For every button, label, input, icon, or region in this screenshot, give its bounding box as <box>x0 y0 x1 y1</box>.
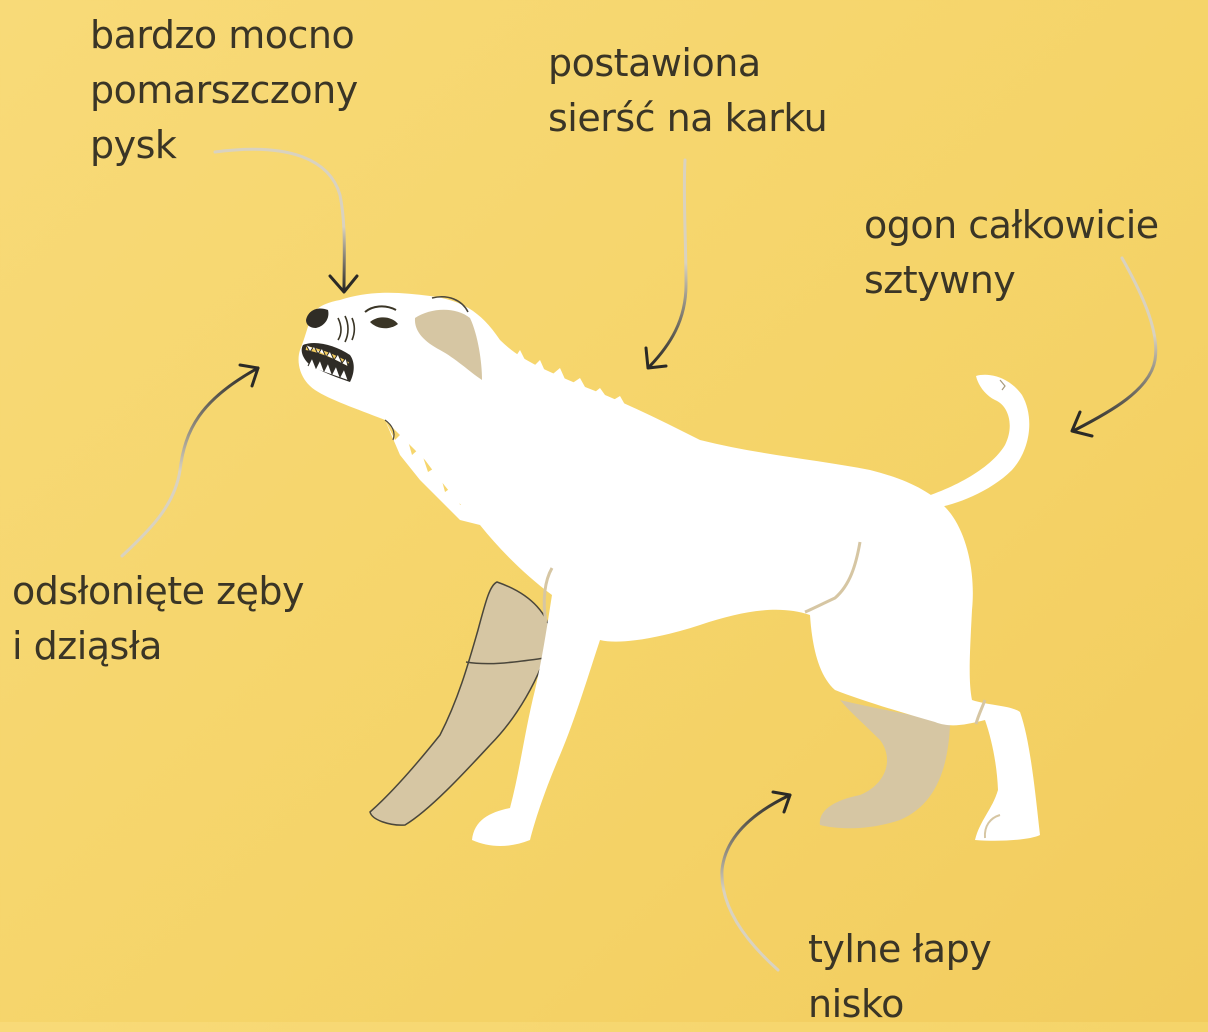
label-line: i dziąsła <box>12 619 304 674</box>
label-line: bardzo mocno <box>90 8 358 63</box>
label-line: sztywny <box>864 253 1159 308</box>
label-line: nisko <box>808 977 991 1032</box>
label-line: ogon całkowicie <box>864 198 1159 253</box>
label-line: postawiona <box>548 36 827 91</box>
label-legs: tylne łapy nisko <box>808 922 991 1032</box>
label-teeth: odsłonięte zęby i dziąsła <box>12 564 304 674</box>
label-nape: postawiona sierść na karku <box>548 36 827 146</box>
label-snout: bardzo mocno pomarszczony pysk <box>90 8 358 173</box>
label-line: sierść na karku <box>548 91 827 146</box>
label-line: pysk <box>90 118 358 173</box>
label-line: odsłonięte zęby <box>12 564 304 619</box>
tail <box>915 375 1029 508</box>
label-line: tylne łapy <box>808 922 991 977</box>
label-line: pomarszczony <box>90 63 358 118</box>
label-tail: ogon całkowicie sztywny <box>864 198 1159 308</box>
